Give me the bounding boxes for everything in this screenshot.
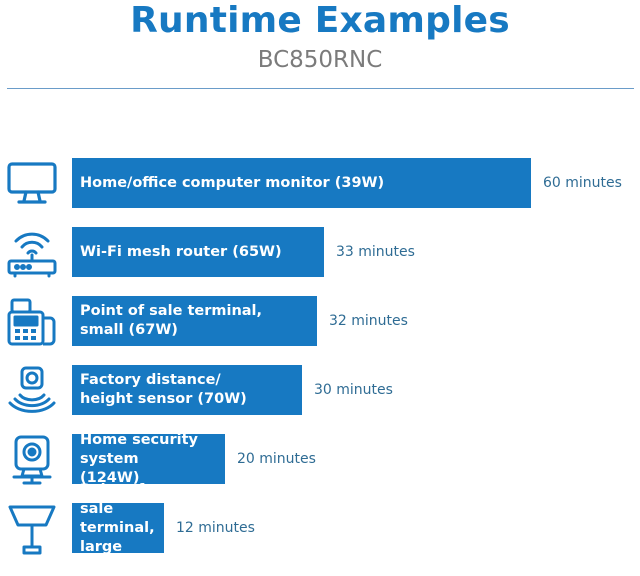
bar-label: Point of sale terminal, small (67W)	[80, 303, 263, 338]
header-divider	[7, 88, 634, 89]
bar: Factory distance/ height sensor (70W)	[72, 365, 302, 415]
bar: Wi-Fi mesh router (65W)	[72, 227, 324, 277]
distance-sensor-icon	[6, 365, 58, 417]
bar-label: Factory distance/ height sensor (70W)	[80, 372, 247, 407]
wifi-router-icon	[6, 227, 58, 279]
data-label: 33 minutes	[336, 244, 415, 260]
bar-row: Point of sale terminal, large (150W) 12 m…	[0, 482, 640, 574]
bar: Point of sale terminal, large (150W)	[72, 482, 164, 574]
bar-row: Wi-Fi mesh router (65W) 33 minutes	[0, 227, 640, 279]
data-label: 20 minutes	[237, 451, 316, 467]
data-label: 30 minutes	[314, 382, 393, 398]
pos-display-icon	[6, 503, 58, 555]
data-label: 60 minutes	[543, 175, 622, 191]
chart-title: Runtime Examples	[130, 0, 510, 41]
chart-subtitle: BC850RNC	[257, 47, 383, 73]
bar-row: Home/office computer monitor (39W) 60 min…	[0, 158, 640, 210]
pos-terminal-icon	[6, 296, 58, 348]
bar-label: Home/office computer monitor (39W)	[80, 174, 385, 191]
data-label: 12 minutes	[176, 520, 255, 536]
bar-row: Factory distance/ height sensor (70W) 30 …	[0, 365, 640, 417]
data-label: 32 minutes	[329, 313, 408, 329]
bar: Point of sale terminal, small (67W)	[72, 296, 317, 346]
bar: Home/office computer monitor (39W)	[72, 158, 531, 208]
security-camera-icon	[6, 434, 58, 486]
bar-label: Point of sale terminal, large (150W)	[80, 481, 155, 574]
bar: Home security system (124W)	[72, 432, 225, 486]
bar-label: Wi-Fi mesh router (65W)	[80, 243, 282, 260]
bar-label: Home security system (124W)	[80, 431, 198, 486]
monitor-icon	[6, 158, 58, 210]
bar-row: Home security system (124W) 20 minutes	[0, 432, 640, 486]
bar-row: Point of sale terminal, small (67W) 32 mi…	[0, 296, 640, 348]
